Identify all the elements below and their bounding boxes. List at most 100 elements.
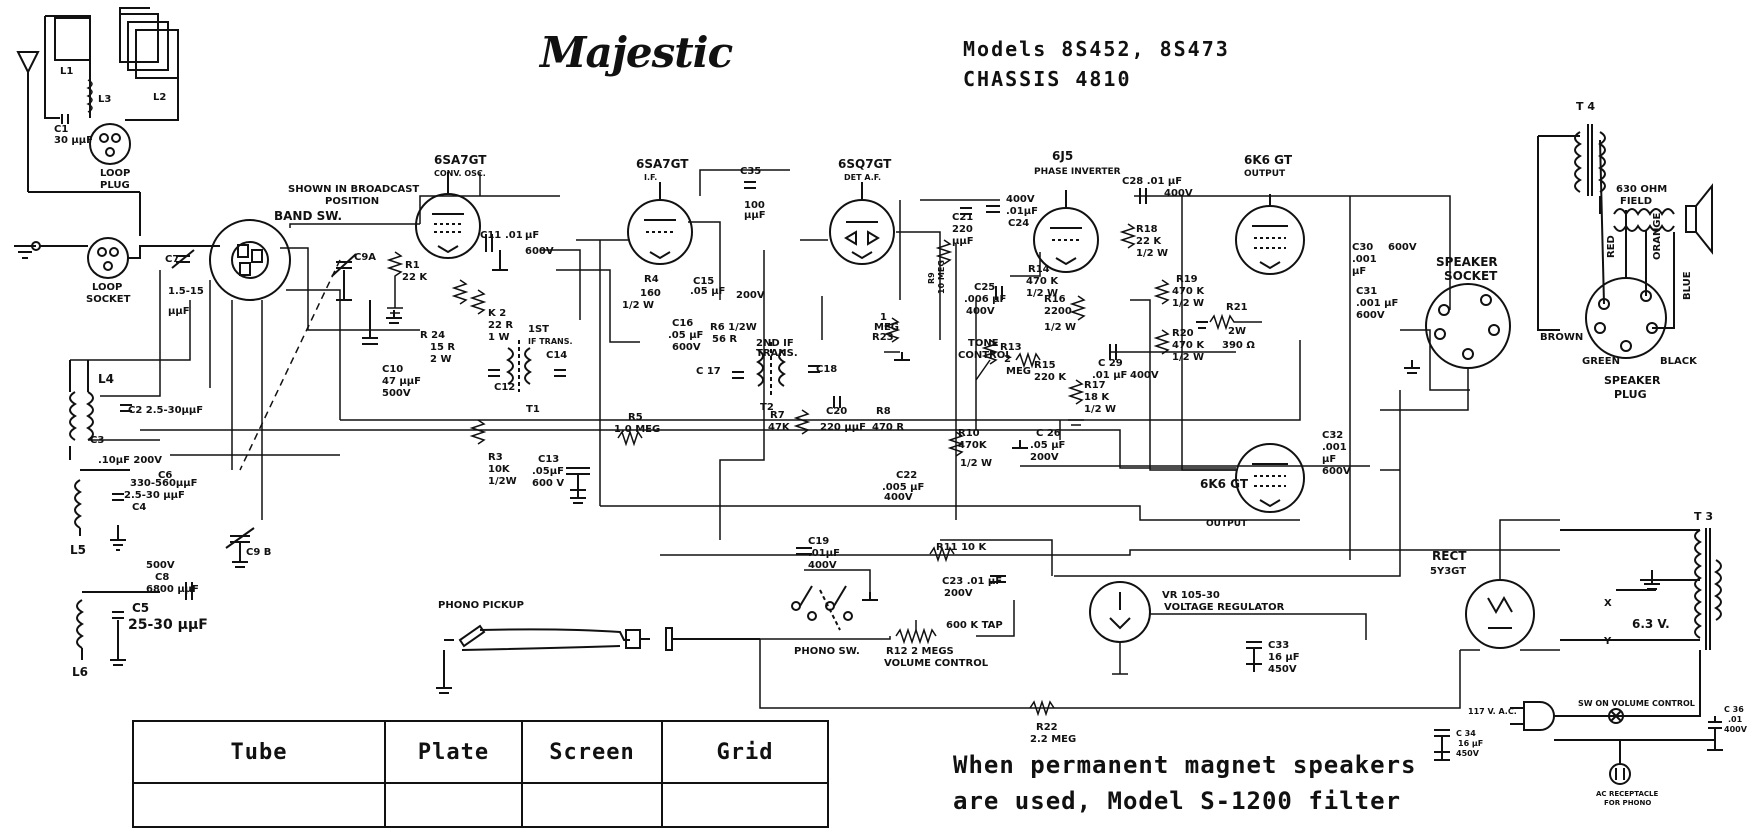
c26-voltage: 200V (1030, 452, 1059, 463)
c1-label: C1 (54, 124, 68, 135)
phono-pickup-label: PHONO PICKUP (438, 600, 524, 611)
band-sw-note-2: POSITION (325, 196, 379, 207)
col-screen: Screen (522, 721, 663, 784)
c36-label: C 36 (1724, 705, 1744, 714)
c28-label: C28 .01 µF (1122, 176, 1182, 187)
field-label-1: 630 OHM (1616, 184, 1667, 195)
det-tube-role: DET A.F. (844, 173, 881, 182)
note-line-1: When permanent magnet speakers (953, 751, 1417, 779)
r17-resistor (1067, 379, 1085, 426)
ground-symbols (386, 310, 1656, 761)
r6-label: R6 1/2W (710, 322, 757, 333)
r13-label: R13 (1000, 342, 1022, 353)
c7-unit: µµF (168, 306, 190, 317)
c11-value: .01 (505, 230, 523, 241)
r2-resistor (469, 289, 487, 315)
c12-label: C12 (494, 382, 515, 393)
c9b-trimmer (225, 527, 255, 568)
speaker-plug-symbol (1585, 139, 1675, 359)
c33-voltage: 450V (1268, 664, 1297, 675)
c35-label: C35 (740, 166, 761, 177)
table-cell (522, 783, 663, 827)
c30-value: .001 (1352, 254, 1377, 265)
c24-voltage: 400V (1006, 194, 1035, 205)
r4-watt: 1/2 W (622, 300, 654, 311)
r17-watt: 1/2 W (1084, 404, 1116, 415)
r3-resistor (469, 419, 487, 445)
r16-value: 2200 (1044, 306, 1072, 317)
loop-plug-label-2: PLUG (100, 180, 130, 191)
loop-plug-symbol (89, 123, 131, 165)
power-transformer-t3 (1560, 528, 1722, 650)
r15-label: R15 (1034, 360, 1056, 371)
r24-label: R 24 (420, 330, 445, 341)
c8-label: C8 (155, 572, 169, 583)
l3-label: L3 (98, 94, 111, 105)
c24-value: .01µF (1006, 206, 1038, 217)
c34-value: 16 µF (1458, 739, 1483, 748)
c6-label: C6 (158, 470, 172, 481)
c35-value: 100 (744, 200, 765, 211)
r11-label: R11 10 K (936, 542, 987, 553)
speaker-cone (1685, 183, 1713, 255)
t2-label-2: TRANS. (756, 348, 798, 359)
c31-value: .001 µF (1356, 298, 1398, 309)
c32-voltage: 600V (1322, 466, 1351, 477)
r21-label: R21 (1226, 302, 1248, 313)
c24-label: C24 (1008, 218, 1029, 229)
r20-label: R20 (1172, 328, 1194, 339)
pm-speaker-note: When permanent magnet speakers are used,… (953, 747, 1416, 819)
ac-receptacle-label-2: FOR PHONO (1604, 799, 1651, 807)
c32-unit: µF (1322, 454, 1336, 465)
ac-wires (1554, 650, 1716, 764)
fil-voltage: 6.3 V. (1632, 617, 1670, 631)
l2-loop-coil (119, 7, 179, 121)
l2-label: L2 (153, 92, 166, 103)
l4-wires (70, 270, 340, 456)
r2-label: K 2 (488, 308, 506, 319)
c34-capacitor (1434, 729, 1450, 753)
c33-capacitor (1246, 641, 1262, 665)
v200-label: 200V (736, 290, 765, 301)
if-tube-role: I.F. (644, 173, 657, 182)
c23-label: C23 .01 µF (942, 576, 1002, 587)
c22-voltage: 400V (884, 492, 913, 503)
l3-coil (86, 79, 93, 113)
r16-resistor (1069, 295, 1087, 321)
r17-label: R17 (1084, 380, 1106, 391)
c33-value: 16 µF (1268, 652, 1300, 663)
c35-unit: µµF (744, 210, 766, 221)
table-row (133, 783, 828, 827)
c26-label: C 26 (1036, 428, 1061, 439)
inv-tube-role: PHASE INVERTER (1034, 167, 1121, 177)
r14-label: R14 (1028, 264, 1050, 275)
l4-label: L4 (98, 372, 114, 386)
wire-black: BLACK (1660, 356, 1698, 367)
r4-value: 160 (640, 288, 661, 299)
c16-label: C16 (672, 318, 693, 329)
if-tube (627, 182, 693, 265)
c29-label: C 29 (1098, 358, 1123, 369)
r10-resistor (947, 431, 965, 457)
conv-tube-type: 6SA7GT (434, 153, 487, 167)
col-tube: Tube (133, 721, 386, 784)
c32-label: C32 (1322, 430, 1343, 441)
r18-value: 22 K (1136, 236, 1162, 247)
ac-receptacle-symbol (1609, 763, 1631, 785)
wire-green: GREEN (1582, 356, 1620, 367)
band-sw-note-1: SHOWN IN BROADCAST (288, 184, 419, 195)
table-cell (133, 783, 386, 827)
c34-label: C 34 (1456, 729, 1476, 738)
c26-value: .05 µF (1030, 440, 1065, 451)
c23-capacitor (990, 575, 1006, 583)
if-tube-type: 6SA7GT (636, 157, 689, 171)
c20-label: C20 (826, 406, 847, 417)
ac-plug (1510, 701, 1555, 731)
r8-label: R8 (876, 406, 891, 417)
c8-value: 6800 µµF (146, 584, 199, 595)
r11-resistor (929, 545, 955, 563)
rect-label-1: RECT (1432, 549, 1467, 563)
tone-label-1: TONE (968, 338, 999, 349)
if-transformer-2 (732, 342, 820, 396)
chassis-ground-left (14, 241, 88, 259)
